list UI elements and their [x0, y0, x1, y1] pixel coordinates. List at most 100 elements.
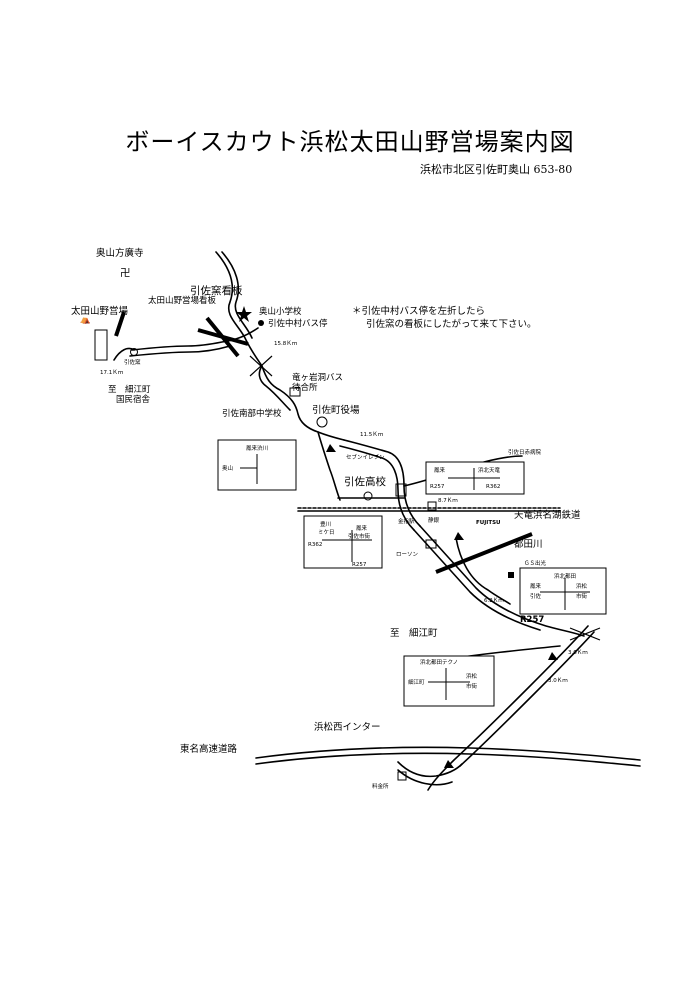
note-line-1: ＊引佐中村バス停を左折したら: [352, 305, 485, 317]
label-r257: R257: [520, 615, 544, 625]
sign2-left-bottom: R257: [430, 484, 445, 490]
label-d5: 6.2Ｋｍ: [484, 597, 504, 604]
road-descend-2: [413, 529, 541, 631]
road-upper: [215, 251, 345, 441]
label-oota-campsite: 太田山野営場: [71, 305, 129, 317]
shizugin-box: [427, 501, 437, 511]
road-lower-2: [459, 631, 595, 767]
road-to-campsite-2: [129, 345, 231, 357]
sign-box-4: [519, 567, 607, 615]
sign4-left-top: 鳳来: [530, 582, 542, 590]
road-valley: [343, 439, 421, 527]
sign5-top: 浜北都田テクノ: [420, 658, 458, 666]
sign4-right-bottom: 市街: [576, 592, 588, 600]
road-lower: [427, 625, 589, 791]
sign1-left: 奥山: [222, 464, 233, 472]
label-tollgate: 料金所: [372, 782, 389, 790]
label-kanasashi: 金指駅: [398, 517, 415, 525]
arrow-2: [444, 760, 454, 768]
label-koukou: 引佐高校: [344, 475, 386, 488]
sign5-right-top: 浜松: [466, 672, 478, 680]
label-to-hosoe2: 至 細江町: [390, 627, 438, 639]
label-d4: 8.7Ｋｍ: [438, 497, 458, 504]
interchange-ramp: [397, 761, 463, 778]
label-machiaijo: 待合所: [292, 382, 318, 393]
note-line-2: 引佐窯の看板にしたがって来て下さい。: [366, 318, 537, 330]
sign3-left-top: 豊川: [320, 520, 331, 528]
interchange-ramp-2: [397, 769, 453, 786]
sign3-right-mid: 引佐市街: [348, 532, 371, 540]
label-iinasagama-sign: 引佐窯看板: [190, 284, 243, 297]
label-d1: 17.1Ｋｍ: [100, 369, 124, 376]
label-okuyama-school: 奥山小学校: [259, 306, 302, 317]
station-box: [395, 483, 407, 497]
road-to-campsite: [131, 327, 259, 351]
sign-box-5: [403, 655, 495, 707]
sign3-right-top: 鳳来: [356, 524, 368, 532]
label-lawson: ローソン: [396, 552, 419, 558]
label-gs: ＧＳ出光: [524, 559, 547, 567]
arrow-4: [548, 652, 558, 660]
sign3-bottom: R257: [352, 562, 367, 568]
label-yakuba: 引佐町役場: [312, 404, 360, 416]
label-nanbu: 引佐南部中学校: [222, 408, 282, 419]
label-ryugashido: 竜ヶ岩洞バス: [292, 372, 343, 383]
label-railway: 天竜浜名湖鉄道: [514, 509, 581, 521]
label-oota-sign: 太田山野営場看板: [148, 295, 217, 306]
label-tomei: 東名高速道路: [180, 743, 238, 755]
cross-4: [569, 627, 601, 641]
label-d2: 15.8Ｋｍ: [274, 340, 298, 347]
koukou-marker: [363, 491, 373, 501]
label-seven-eleven: セブンイレブン: [346, 453, 385, 461]
sign-bar-2: [197, 328, 249, 346]
sign4-top: 浜北都田: [554, 572, 576, 580]
bus-stop-dot: [258, 320, 264, 326]
label-d6: 3.6Ｋｍ: [568, 649, 588, 656]
label-nakamura-bus: 引佐中村バス停: [268, 318, 328, 329]
label-d7: 3.0Ｋｍ: [548, 677, 568, 684]
sign4-left-bottom: 引佐: [530, 592, 542, 600]
address: 浜松市北区引佐町奥山 653-80: [420, 163, 573, 176]
busstop-box: [289, 387, 301, 397]
highway-2: [255, 752, 641, 767]
sign2-right: 浜北天竜: [478, 466, 501, 474]
label-to-hosoe: 至 細江町: [108, 384, 151, 395]
campsite-marker: [94, 329, 108, 361]
camp-tent-icon: ⛺: [80, 315, 91, 325]
school-star: [236, 306, 252, 322]
road-school: [317, 431, 341, 501]
road-upper-2: [221, 251, 253, 339]
tollgate-box: [397, 771, 407, 781]
gs-marker: [508, 572, 514, 578]
page-title: ボーイスカウト浜松太田山野営場案内図: [125, 128, 575, 156]
label-kokumin: 国民宿舎: [116, 394, 151, 405]
label-d3: 11.5Ｋｍ: [360, 431, 384, 438]
kama-marker: [130, 348, 138, 356]
manji-icon: 卍: [120, 267, 131, 279]
road-middle: [258, 365, 291, 411]
cross-2: [249, 355, 273, 377]
sign5-right-bottom: 市街: [466, 682, 478, 690]
sign2-right-bottom: R362: [486, 484, 500, 490]
sign2-left-top: 鳳来: [434, 466, 446, 474]
label-nishi-ic: 浜松西インター: [314, 721, 381, 733]
label-iinasagama: 引佐窯: [124, 358, 141, 366]
sign1-top: 鳳来渋川: [246, 444, 268, 452]
label-hospital: 引佐日赤病院: [508, 448, 542, 456]
highway-1: [255, 746, 641, 761]
lawson-box: [425, 539, 437, 549]
road-gs: [455, 537, 511, 605]
yakuba-marker: [316, 416, 328, 428]
arrow-1: [326, 444, 336, 452]
sign-bar-3: [435, 532, 533, 574]
label-fujitsu: FUJITSU: [476, 520, 501, 526]
label-miyakoda: 都田川: [514, 539, 543, 550]
label-shizugin: 静銀: [428, 516, 440, 524]
sign4-right-top: 浜松: [576, 582, 588, 590]
label-okuyama-houkouji: 奥山方廣寺: [96, 247, 144, 259]
sign3-left-mid: ミケ日: [318, 529, 335, 536]
sign3-left-bottom: R362: [308, 542, 322, 548]
sign-bar-4: [114, 311, 126, 337]
sign-box-3: [303, 515, 383, 569]
